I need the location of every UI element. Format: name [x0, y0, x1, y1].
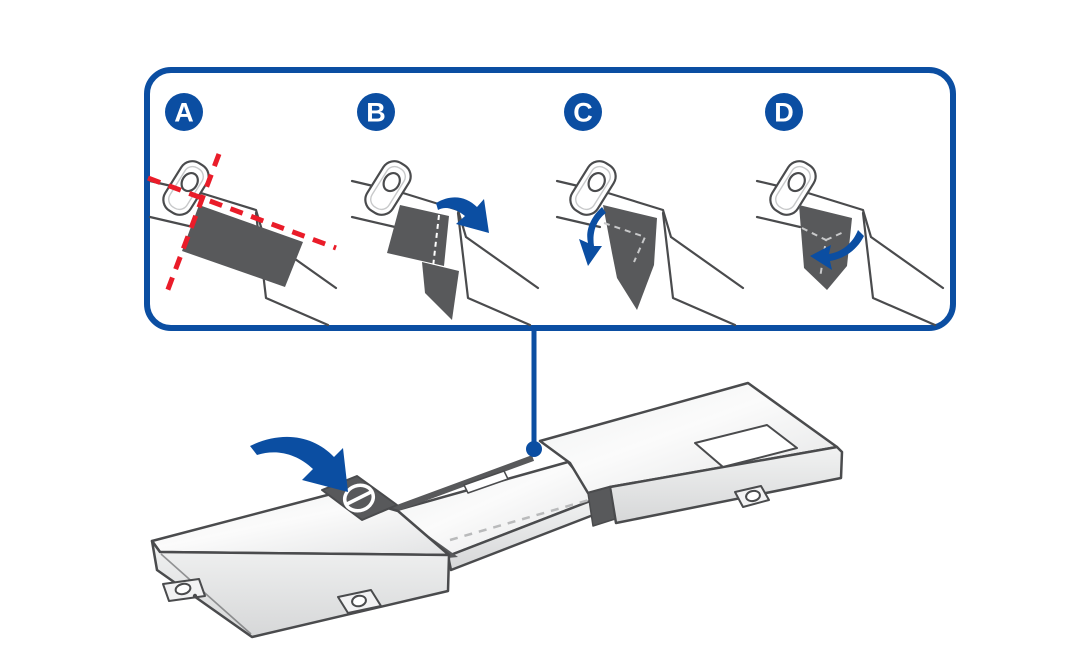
prohibition-slash: [346, 490, 372, 506]
leader-dot: [526, 441, 542, 457]
tab-hole: [174, 582, 192, 596]
tab-hole: [351, 594, 367, 608]
fold-arrow-right-icon: [436, 197, 489, 233]
attention-arrow-icon: [250, 436, 348, 492]
step-panel-d: [755, 155, 945, 327]
step-panel-a: [147, 153, 338, 327]
callout-border: [144, 67, 956, 331]
step-badge-c: C: [564, 93, 602, 131]
mounting-tab-front: [337, 589, 382, 614]
tape-top-flap: [387, 205, 449, 266]
fold-crease-line-2: [825, 230, 847, 241]
strip-slot: [463, 470, 509, 494]
step-badge-d: D: [765, 93, 803, 131]
step-badge-a-circle: [165, 93, 203, 131]
step-badge-d-circle: [765, 93, 803, 131]
step-badge-c-circle: [564, 93, 602, 131]
fold-arrow-left-icon: [810, 230, 864, 270]
blank-label: [694, 424, 798, 468]
battery-right-section: [538, 381, 844, 527]
tape-partially-folded: [603, 205, 657, 310]
red-cut-line-vertical: [164, 153, 222, 293]
fold-crease-line: [603, 222, 647, 263]
callout-box: A B C D: [144, 67, 956, 331]
step-label-c: C: [573, 98, 593, 128]
tape-unfolded: [182, 205, 303, 287]
step-panel-b: [350, 155, 540, 327]
mounting-tab-left: [162, 578, 206, 602]
right-step-notch: [587, 486, 616, 527]
tape-hanging-flap: [422, 262, 459, 320]
step-badge-b: B: [357, 93, 395, 131]
callout-leader: [526, 330, 542, 457]
red-cut-line-horizontal: [147, 175, 337, 251]
step-badge-b-circle: [357, 93, 395, 131]
tab-hole: [745, 489, 761, 503]
step-badge-a: A: [165, 93, 203, 131]
step-label-d: D: [774, 98, 794, 128]
mounting-tab-right: [734, 485, 770, 508]
step-label-b: B: [366, 98, 386, 128]
fold-arrow-down-icon: [579, 207, 606, 266]
left-bevel-edge: [160, 553, 252, 635]
strip-back-lip: [390, 455, 535, 513]
battery-illustration: [150, 381, 844, 639]
prohibition-icon: [342, 483, 376, 513]
step-label-a: A: [174, 98, 194, 128]
tab-dot: [192, 593, 198, 599]
step-panel-c: [555, 155, 745, 327]
battery-left-section: [150, 436, 451, 639]
